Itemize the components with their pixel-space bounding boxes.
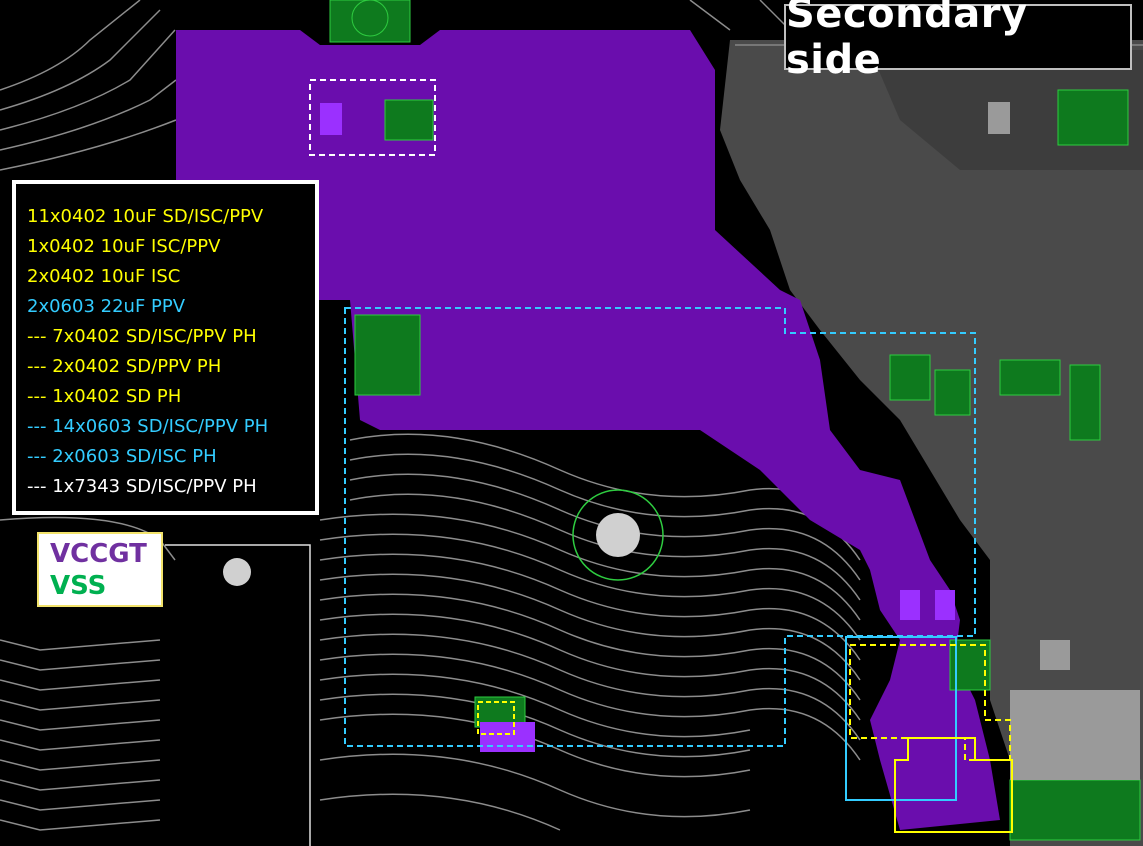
mounting-hole-small (223, 558, 251, 586)
legend-line-4: --- 7x0402 SD/ISC/PPV PH (27, 326, 257, 347)
net-label-vss: VSS (50, 571, 107, 601)
legend-line-2: 2x0402 10uF ISC (27, 266, 181, 287)
net-legend-box: VCCGT VSS (37, 532, 163, 607)
legend-line-9: --- 1x7343 SD/ISC/PPV PH (27, 476, 257, 497)
highlight-box-yellow-solid (894, 737, 1013, 833)
highlight-box-yellow-small (477, 701, 515, 735)
routing-traces (0, 0, 861, 831)
vccgt-plane (176, 30, 1000, 830)
title-box: Secondary side (784, 0, 1132, 83)
legend-line-8: --- 2x0603 SD/ISC PH (27, 446, 217, 467)
highlight-box-white (309, 79, 436, 156)
mounting-hole (596, 513, 640, 557)
legend-line-5: --- 2x0402 SD/PPV PH (27, 356, 222, 377)
mounting-hole-ring (572, 489, 664, 581)
legend-line-0: 11x0402 10uF SD/ISC/PPV (27, 206, 264, 227)
legend-line-7: --- 14x0603 SD/ISC/PPV PH (27, 416, 269, 437)
legend-box: 11x0402 10uF SD/ISC/PPV 1x0402 10uF ISC/… (12, 180, 319, 515)
highlight-box-cyan-solid (845, 636, 957, 801)
vss-components (329, 0, 1141, 841)
highlight-box-cyan-large (344, 307, 976, 747)
page-title: Secondary side (786, 0, 1028, 83)
legend-line-6: --- 1x0402 SD PH (27, 386, 182, 407)
keepout-outline (165, 544, 311, 846)
gray-pads (988, 102, 1140, 780)
legend-line-1: 1x0402 10uF ISC/PPV (27, 236, 221, 257)
net-label-vccgt: VCCGT (50, 539, 147, 569)
gray-plane-region (720, 40, 1143, 846)
legend-line-3: 2x0603 22uF PPV (27, 296, 186, 317)
